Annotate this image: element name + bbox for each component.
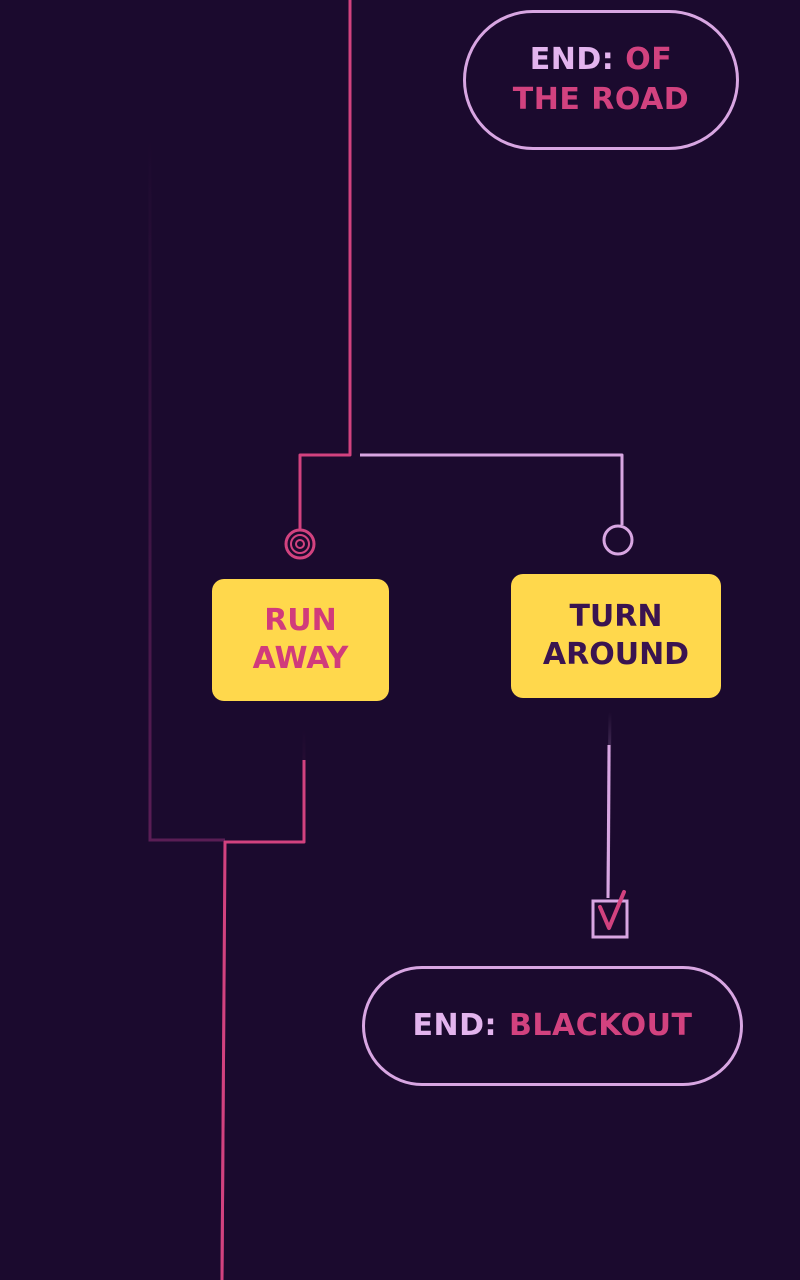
- run-away-exit-path: [220, 730, 306, 1280]
- ending-blackout-label: END:: [412, 1008, 498, 1043]
- ending-of-the-road[interactable]: END: OF THE ROAD: [463, 10, 739, 150]
- choice-turn-around-line2: AROUND: [542, 637, 690, 672]
- taken-choice-node-icon: [284, 528, 316, 560]
- choice-run-away-line1: RUN: [264, 603, 337, 638]
- ending-value-line1: OF: [625, 42, 673, 77]
- ending-value-line2: THE ROAD: [512, 82, 690, 117]
- choice-turn-around-line1: TURN: [569, 599, 663, 634]
- branch-path-turn-around: [360, 453, 624, 525]
- ending-label: END:: [529, 42, 615, 77]
- choice-run-away[interactable]: RUN AWAY: [212, 579, 389, 701]
- turn-around-exit-path-solid: [606, 744, 611, 899]
- main-path-top: [298, 0, 352, 530]
- untaken-choice-node-icon: [602, 524, 634, 556]
- checkbox-checked-icon: [591, 890, 629, 939]
- choice-run-away-line2: AWAY: [252, 641, 349, 676]
- ending-blackout[interactable]: END: BLACKOUT: [362, 966, 743, 1086]
- run-away-exit-path-solid: [220, 760, 306, 1280]
- choice-turn-around[interactable]: TURN AROUND: [511, 574, 721, 698]
- ending-blackout-value: BLACKOUT: [509, 1008, 693, 1043]
- dim-bypass-path: [148, 140, 225, 842]
